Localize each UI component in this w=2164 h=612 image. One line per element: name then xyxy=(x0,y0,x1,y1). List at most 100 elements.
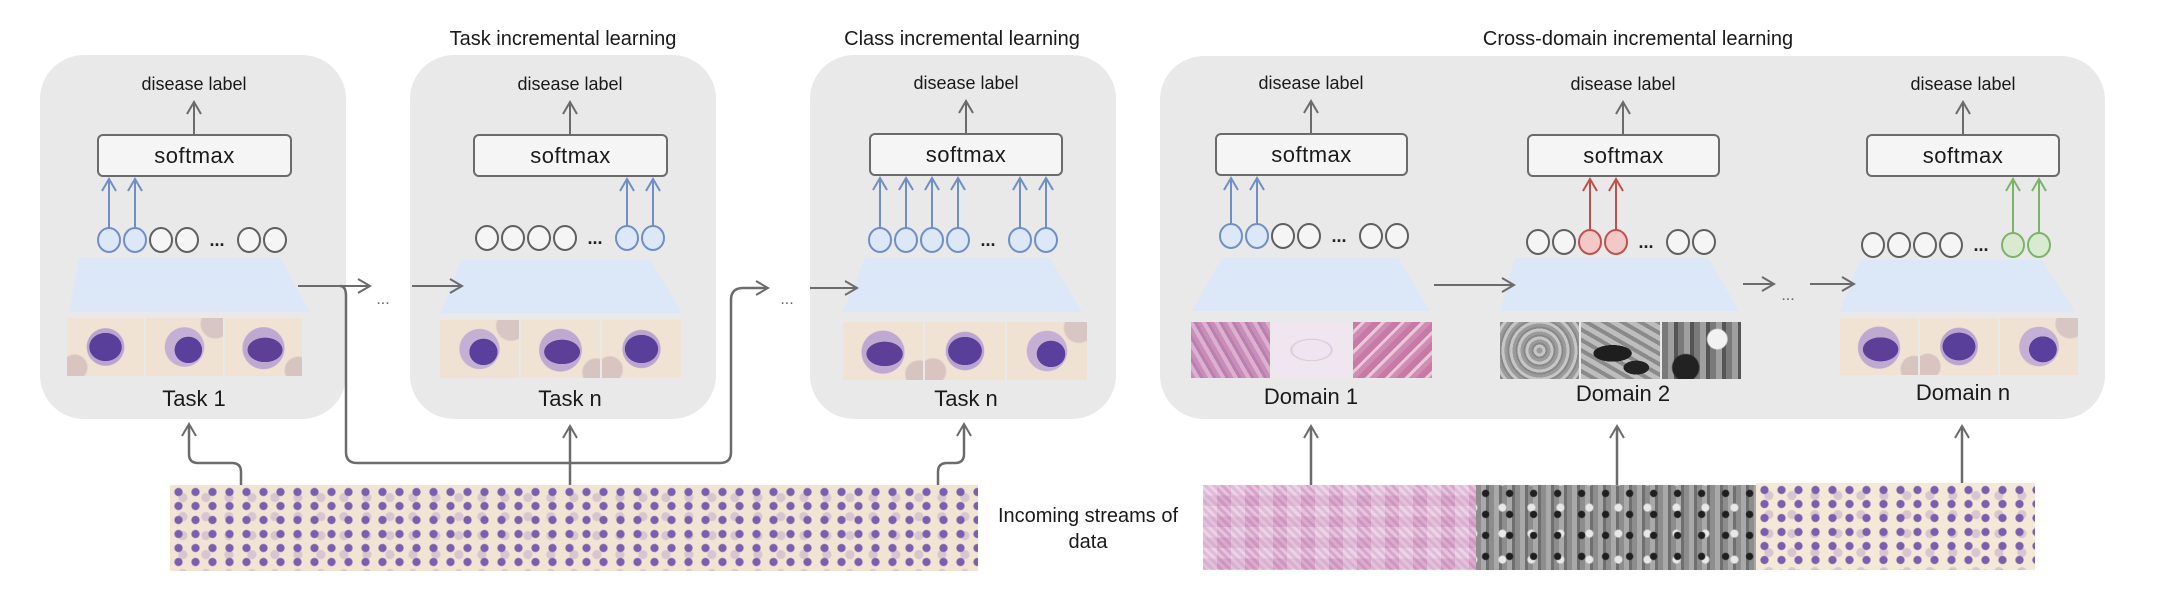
output-neuron xyxy=(263,227,287,253)
task-domain-label: Task 1 xyxy=(162,386,226,411)
arrow-up-icon xyxy=(186,100,202,115)
active-neuron xyxy=(1008,227,1032,253)
task-domain-label: Domain n xyxy=(1915,380,2011,405)
classifier-block xyxy=(69,258,310,312)
title-cross-domain: Cross-domain incremental learning xyxy=(1482,28,1794,50)
incoming-streams-label: Incoming streams of data xyxy=(998,503,1178,555)
output-neuron xyxy=(149,227,173,253)
disease-label: disease label xyxy=(913,73,1019,93)
active-neuron xyxy=(1034,227,1058,253)
active-neuron xyxy=(894,227,918,253)
arrow-up-icon xyxy=(1012,176,1028,191)
softmax-box: softmax xyxy=(1527,134,1720,177)
arrow-right-icon xyxy=(1501,277,1516,293)
output-neuron xyxy=(175,227,199,253)
arrow-up-icon xyxy=(1249,176,1265,191)
blood-sample-image xyxy=(146,318,223,376)
arrow-right-icon xyxy=(357,278,372,294)
neuron-ellipsis: ... xyxy=(1973,235,1988,255)
blood-sample-image xyxy=(1920,318,1998,375)
arrow-up-icon xyxy=(1615,100,1631,115)
blood-sample-image xyxy=(843,322,923,380)
grayscale-sample-image xyxy=(1662,322,1741,379)
output-neuron xyxy=(1385,223,1409,249)
arrow-up-icon xyxy=(101,177,117,192)
blood-sample-image xyxy=(521,320,600,378)
blood-sample-image xyxy=(440,320,519,378)
arrow-up-icon xyxy=(645,177,661,192)
arrow-up-icon xyxy=(562,100,578,115)
arrow-up-icon xyxy=(619,177,635,192)
arrow-up-icon xyxy=(1303,99,1319,114)
active-neuron xyxy=(868,227,892,253)
arrow-up-icon xyxy=(1955,100,1971,115)
stream-connector xyxy=(187,424,243,485)
blood-sample-image xyxy=(67,318,144,376)
classifier-block xyxy=(843,258,1082,312)
blood-cell-stream xyxy=(170,485,978,571)
active-neuron xyxy=(920,227,944,253)
output-neuron xyxy=(1297,223,1321,249)
active-neuron xyxy=(1578,229,1602,255)
arrow-up-icon xyxy=(1954,424,1970,439)
output-neuron xyxy=(1692,229,1716,255)
histology-sample-image xyxy=(1353,322,1432,378)
title-class-incremental: Class incremental learning xyxy=(844,28,1080,50)
arrow-up-icon xyxy=(872,176,888,191)
classifier-block xyxy=(441,260,682,313)
neuron-ellipsis: ... xyxy=(587,228,602,248)
output-neuron xyxy=(1887,232,1911,258)
arrow-up-icon xyxy=(924,176,940,191)
arrow-up-icon xyxy=(2031,177,2047,192)
histology-sample-image xyxy=(1272,322,1351,378)
arrow-right-icon xyxy=(755,280,770,296)
output-neuron xyxy=(1271,223,1295,249)
output-neuron xyxy=(1666,229,1690,255)
incoming-streams-line2: data xyxy=(1068,531,1108,553)
title-task-incremental: Task incremental learning xyxy=(449,28,677,50)
classifier-block xyxy=(1840,260,2075,312)
blood-sample-image xyxy=(602,320,681,378)
arrow-up-icon xyxy=(181,422,197,437)
output-neuron xyxy=(1552,229,1576,255)
arrow-right-icon xyxy=(844,280,859,296)
task-domain-label: Task n xyxy=(538,386,602,411)
arrow-up-icon xyxy=(1223,176,1239,191)
arrow-up-icon xyxy=(1609,424,1625,439)
arrow-up-icon xyxy=(2005,177,2021,192)
output-neuron xyxy=(553,225,577,251)
output-neuron xyxy=(237,227,261,253)
classifier-block xyxy=(1500,258,1739,311)
blood-sample-image xyxy=(1840,318,1918,375)
blood-sample-image xyxy=(2000,318,2078,375)
output-neuron xyxy=(1939,232,1963,258)
softmax-box: softmax xyxy=(97,134,292,177)
active-neuron xyxy=(641,225,665,251)
classifier-block xyxy=(1192,258,1430,311)
stream-connector xyxy=(936,424,966,485)
arrow-right-icon xyxy=(449,278,464,294)
neuron-ellipsis: ... xyxy=(209,230,224,250)
disease-label: disease label xyxy=(1258,73,1364,93)
flow-ellipsis: ... xyxy=(780,291,793,308)
active-neuron xyxy=(1245,223,1269,249)
blood-sample-image xyxy=(225,318,302,376)
active-neuron xyxy=(2027,232,2051,258)
neuron-ellipsis: ... xyxy=(980,230,995,250)
active-neuron xyxy=(2001,232,2025,258)
grayscale-sample-image xyxy=(1500,322,1579,379)
task-domain-label: Domain 2 xyxy=(1575,381,1671,406)
shared-stream-connector xyxy=(339,284,766,465)
softmax-box: softmax xyxy=(869,133,1063,176)
arrow-right-icon xyxy=(1841,276,1856,292)
disease-label: disease label xyxy=(1910,74,2016,94)
arrow-up-icon xyxy=(1303,424,1319,439)
blood-sample-image xyxy=(925,322,1005,380)
blood-cell-stream-domain xyxy=(1756,483,2035,570)
blood-sample-image xyxy=(1007,322,1087,380)
arrow-up-icon xyxy=(956,422,972,437)
output-neuron xyxy=(475,225,499,251)
flow-ellipsis: ... xyxy=(376,291,389,308)
